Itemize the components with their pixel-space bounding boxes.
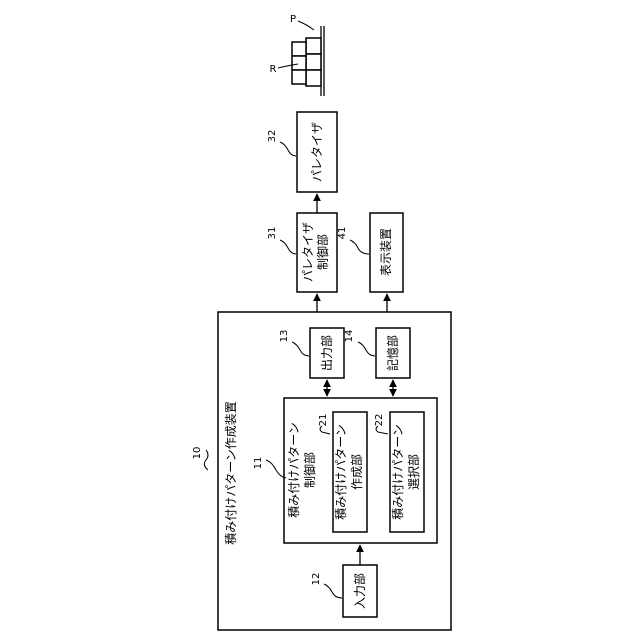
palletizer-label: パレタイザ (310, 122, 324, 182)
leader-10 (204, 450, 208, 470)
control-unit-label-line2: 制御部 (302, 452, 317, 488)
leader-P (298, 21, 314, 30)
palletizer-control-label-line2: 制御部 (315, 234, 330, 270)
ref-31: 31 (267, 227, 278, 240)
control-unit-label-line1: 積み付けパターン (286, 422, 301, 517)
pallet-illustration (292, 26, 324, 96)
selection-unit-label-line2: 選択部 (406, 454, 421, 490)
ref-11: 11 (253, 457, 264, 470)
package-box (292, 56, 306, 70)
leader-41 (350, 240, 369, 254)
palletizer-control-label-line1: パレタイザ (301, 222, 315, 282)
package-box (306, 54, 321, 70)
creation-unit-label-line1: 積み付けパターン (333, 424, 348, 519)
ref-21: 21 (318, 414, 329, 427)
creation-unit-label-line2: 作成部 (349, 454, 364, 490)
selection-unit-label-line1: 積み付けパターン (390, 424, 405, 519)
pattern-creation-device-label: 積み付けパターン作成装置 (223, 401, 238, 544)
leader-31 (280, 240, 296, 254)
ref-32: 32 (267, 130, 278, 143)
ref-12: 12 (311, 573, 322, 586)
display-device-label: 表示装置 (379, 228, 393, 276)
ref-14: 14 (344, 330, 355, 343)
ref-10: 10 (192, 447, 203, 460)
package-box (306, 38, 321, 54)
leader-32 (280, 142, 296, 156)
storage-unit-label: 記憶部 (385, 335, 400, 371)
ref-22: 22 (374, 414, 385, 427)
package-box (292, 42, 306, 56)
ref-13: 13 (279, 330, 290, 343)
package-box (306, 70, 321, 86)
output-unit-label: 出力部 (319, 335, 334, 371)
input-unit-label: 入力部 (352, 573, 367, 609)
ref-41: 41 (337, 227, 348, 240)
ref-P: P (290, 14, 296, 25)
ref-R: R (270, 64, 277, 75)
package-box (292, 70, 306, 84)
